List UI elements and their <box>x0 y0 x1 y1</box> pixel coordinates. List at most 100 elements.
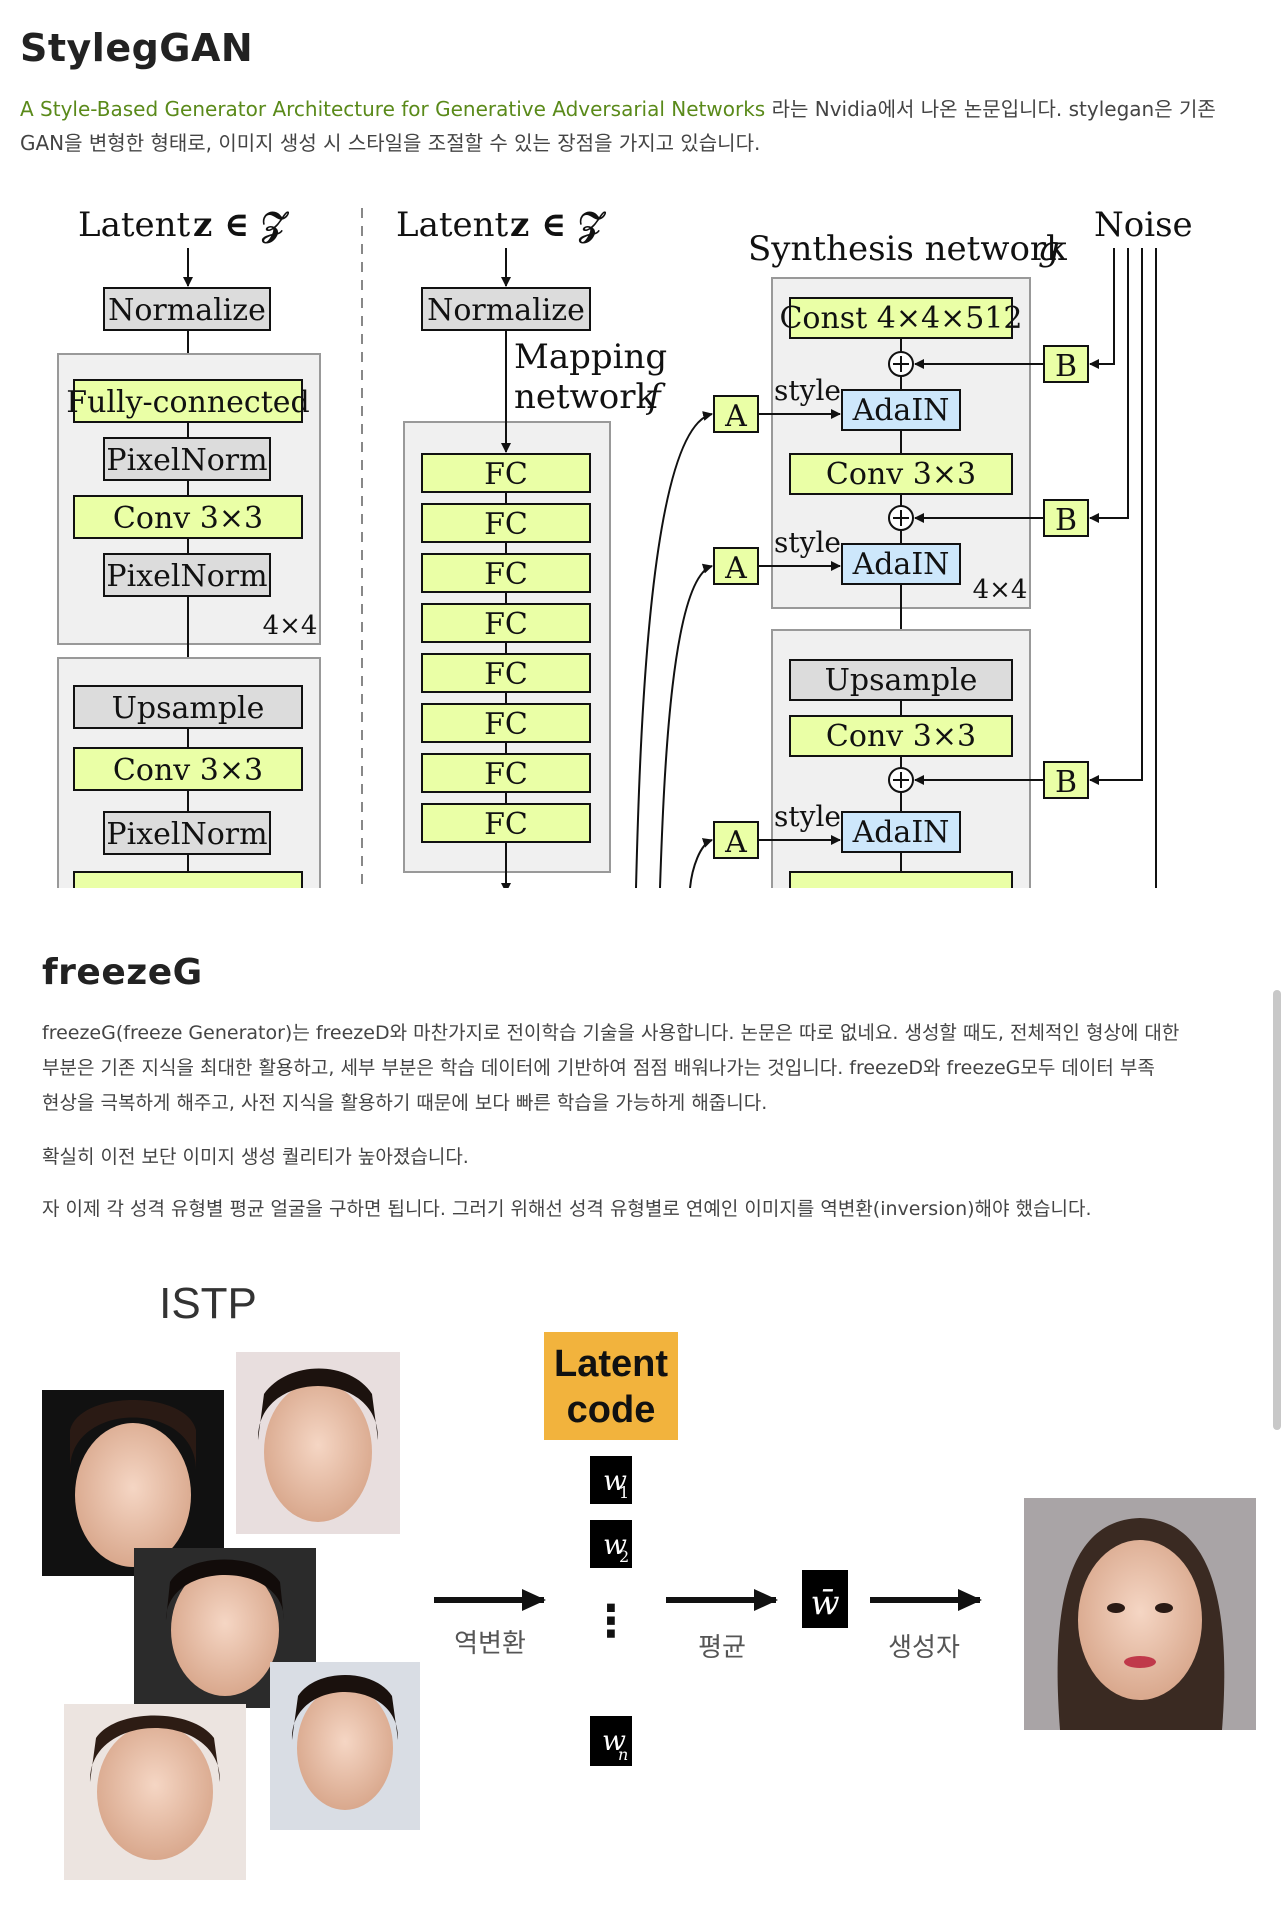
mapping-var: f <box>645 377 666 417</box>
left-conv-1 <box>73 495 303 539</box>
paragraph-1-line-1: freezeG(freeze Generator)는 freezeD와 마찬가지… <box>42 1022 1180 1044</box>
paragraph-2: 확실히 이전 보단 이미지 생성 퀄리티가 높아졌습니다. <box>42 1146 469 1168</box>
mapping-fc-stack: FC FC FC FC FC FC FC FC <box>421 453 591 843</box>
b-box-2 <box>1043 499 1089 537</box>
left-conv-2-label: Conv 3×3 <box>113 753 263 788</box>
left-latent-label: Latent <box>78 205 191 245</box>
fc-1: FC <box>484 457 528 492</box>
intro-text-2: GAN을 변형한 형태로, 이미지 생성 시 스타일을 조절할 수 있는 장점을… <box>20 131 761 155</box>
w1-symbol: w <box>603 1464 627 1497</box>
latent-code-line-1: Latent <box>554 1343 668 1385</box>
left-upsample-label: Upsample <box>112 691 265 726</box>
paper-link[interactable]: A Style-Based Generator Architecture for… <box>20 97 766 121</box>
latent-code-line-2: code <box>567 1389 656 1431</box>
left-pixelnorm-3 <box>103 811 271 855</box>
latent-w1: w 1 <box>590 1456 632 1504</box>
paragraph-3: 자 이제 각 성격 유형별 평균 얼굴을 구하면 됩니다. 그러기 위해선 성격… <box>42 1198 1092 1220</box>
adain-2 <box>841 543 961 585</box>
latent-dots: ⋮ <box>589 1596 633 1647</box>
left-conv-1-label: Conv 3×3 <box>113 501 263 536</box>
fc-8: FC <box>484 807 528 842</box>
average-face-image <box>1024 1498 1256 1730</box>
stylegan-architecture-diagram: Latent z ∈ 𝒵 Normalize Fully-connected P… <box>57 205 1193 888</box>
w2-subscript: 2 <box>619 1547 629 1566</box>
wn-symbol: w <box>602 1724 626 1757</box>
wbar-symbol: w̄ <box>810 1583 839 1623</box>
right-normalize-box <box>421 287 591 331</box>
section-title: freezeG <box>42 952 203 993</box>
fc-6: FC <box>484 707 528 742</box>
left-latent-var: z ∈ 𝒵 <box>193 205 289 245</box>
a-box-1-label: A <box>724 399 747 434</box>
istp-label: ISTP <box>159 1279 257 1328</box>
generator-label: 생성자 <box>888 1633 960 1663</box>
style-label-2: style <box>774 526 841 559</box>
adain-3-label: AdaIN <box>852 815 950 850</box>
intro-text-1: 라는 Nvidia에서 나온 논문입니다. stylegan은 기존 <box>765 97 1216 121</box>
mean-latent-wbar: w̄ <box>802 1570 848 1628</box>
adain-1 <box>841 389 961 431</box>
wn-subscript: n <box>618 1745 628 1764</box>
latent-wn: w n <box>590 1716 632 1766</box>
left-fc-box <box>73 379 303 423</box>
style-label-3: style <box>774 800 841 833</box>
synthesis-label: Synthesis network <box>748 229 1067 269</box>
fc-3: FC <box>484 557 528 592</box>
adain-3 <box>841 811 961 853</box>
latent-w2: w 2 <box>590 1520 632 1568</box>
synthesis-res-label: 4×4 <box>973 575 1028 605</box>
fc-2: FC <box>484 507 528 542</box>
const-box <box>789 297 1013 339</box>
left-normalize-label: Normalize <box>108 293 266 328</box>
paragraph-1: freezeG(freeze Generator)는 freezeD와 마찬가지… <box>42 1016 1252 1121</box>
upsample-label: Upsample <box>825 663 978 698</box>
a-box-3 <box>713 821 759 859</box>
left-fc-label: Fully-connected <box>66 385 310 420</box>
paragraph-1-line-3: 현상을 극복하게 해주고, 사전 지식을 활용하기 때문에 보다 빠른 학습을 … <box>42 1092 768 1114</box>
mapping-label-1: Mapping <box>514 337 667 377</box>
conv-8x8-label: Conv 3×3 <box>826 719 976 754</box>
left-conv-2 <box>73 747 303 791</box>
page-scrollbar[interactable] <box>1273 990 1281 1430</box>
left-res-label: 4×4 <box>263 611 318 641</box>
face-photo-4 <box>270 1662 420 1830</box>
conv-4x4 <box>789 453 1013 495</box>
noise-label: Noise <box>1094 205 1193 245</box>
b-box-1-label: B <box>1055 349 1077 384</box>
fc-4: FC <box>484 607 528 642</box>
b-box-2-label: B <box>1055 503 1077 538</box>
left-pixelnorm-1-label: PixelNorm <box>106 443 267 478</box>
fc-5: FC <box>484 657 528 692</box>
style-label-1: style <box>774 374 841 407</box>
b-box-1 <box>1043 345 1089 383</box>
paragraph-1-line-2: 부분은 기존 지식을 최대한 활용하고, 세부 부분은 학습 데이터에 기반하여… <box>42 1057 1155 1079</box>
w2-symbol: w <box>603 1528 627 1561</box>
latent-code-box <box>544 1332 678 1440</box>
face-photo-3 <box>134 1548 316 1708</box>
synthesis-var: g <box>1038 229 1060 269</box>
average-label: 평균 <box>698 1633 746 1663</box>
w1-subscript: 1 <box>619 1483 629 1502</box>
a-box-3-label: A <box>724 825 747 860</box>
mapping-label-2: network <box>514 377 657 417</box>
right-normalize-label: Normalize <box>427 293 585 328</box>
b-box-3-label: B <box>1055 765 1077 800</box>
fc-7: FC <box>484 757 528 792</box>
left-pixelnorm-3-label: PixelNorm <box>106 817 267 852</box>
a-box-2-label: A <box>724 551 747 586</box>
face-photo-5 <box>64 1704 246 1880</box>
right-latent-label: Latent <box>396 205 509 245</box>
const-label: Const 4×4×512 <box>779 301 1022 336</box>
face-photo-2 <box>236 1352 400 1534</box>
face-photo-1 <box>42 1390 224 1576</box>
a-box-1 <box>713 395 759 433</box>
inversion-label: 역변환 <box>454 1629 526 1659</box>
conv-4x4-label: Conv 3×3 <box>826 457 976 492</box>
right-latent-var: z ∈ 𝒵 <box>510 205 606 245</box>
upsample-box <box>789 659 1013 701</box>
left-pixelnorm-2-label: PixelNorm <box>106 559 267 594</box>
left-pixelnorm-2 <box>103 553 271 597</box>
intro-paragraph: A Style-Based Generator Architecture for… <box>20 92 1250 160</box>
adain-1-label: AdaIN <box>852 393 950 428</box>
left-upsample <box>73 685 303 729</box>
